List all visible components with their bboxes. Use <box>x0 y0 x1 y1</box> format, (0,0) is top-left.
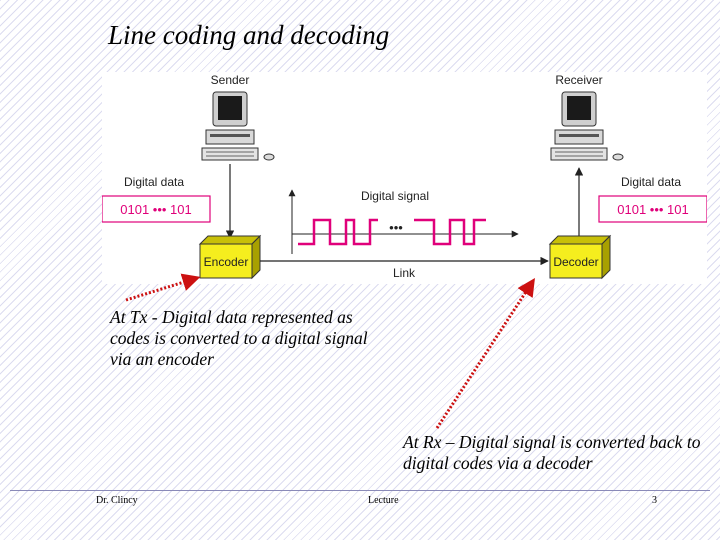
sender-label: Sender <box>211 73 250 87</box>
footer-author: Dr. Clincy <box>96 495 138 506</box>
signal-dots: ••• <box>389 220 403 235</box>
page-number: 3 <box>652 495 657 506</box>
encoder-label: Encoder <box>204 255 249 269</box>
receiver-label: Receiver <box>555 73 602 87</box>
footer-divider <box>10 490 710 491</box>
line-coding-figure: Sender Receiver Digital data 0101 ••• 10… <box>102 72 707 284</box>
data-bits-right: 0101 ••• 101 <box>617 202 689 217</box>
digital-signal-waveform-right <box>414 218 486 246</box>
digital-data-left-label: Digital data <box>124 175 184 189</box>
digital-signal-label: Digital signal <box>361 189 429 203</box>
tx-explanation: At Tx - Digital data represented as code… <box>110 307 368 369</box>
tx-callout-arrow <box>125 273 201 302</box>
footer-center: Lecture <box>368 495 399 506</box>
data-bits-left: 0101 ••• 101 <box>120 202 192 217</box>
link-label: Link <box>393 266 416 280</box>
receiver-computer-icon <box>550 91 624 161</box>
slide-title: Line coding and decoding <box>108 20 390 50</box>
data-bits-left-box <box>102 195 211 223</box>
decoder-box <box>548 234 612 280</box>
rx-callout-arrow <box>435 277 535 429</box>
data-bits-right-box <box>598 195 707 223</box>
sender-computer-icon <box>201 91 275 161</box>
decoder-label: Decoder <box>553 255 598 269</box>
digital-signal-waveform-left <box>298 218 378 246</box>
rx-explanation: At Rx – Digital signal is converted back… <box>403 432 701 473</box>
digital-data-right-label: Digital data <box>621 175 681 189</box>
encoder-box <box>198 234 262 280</box>
